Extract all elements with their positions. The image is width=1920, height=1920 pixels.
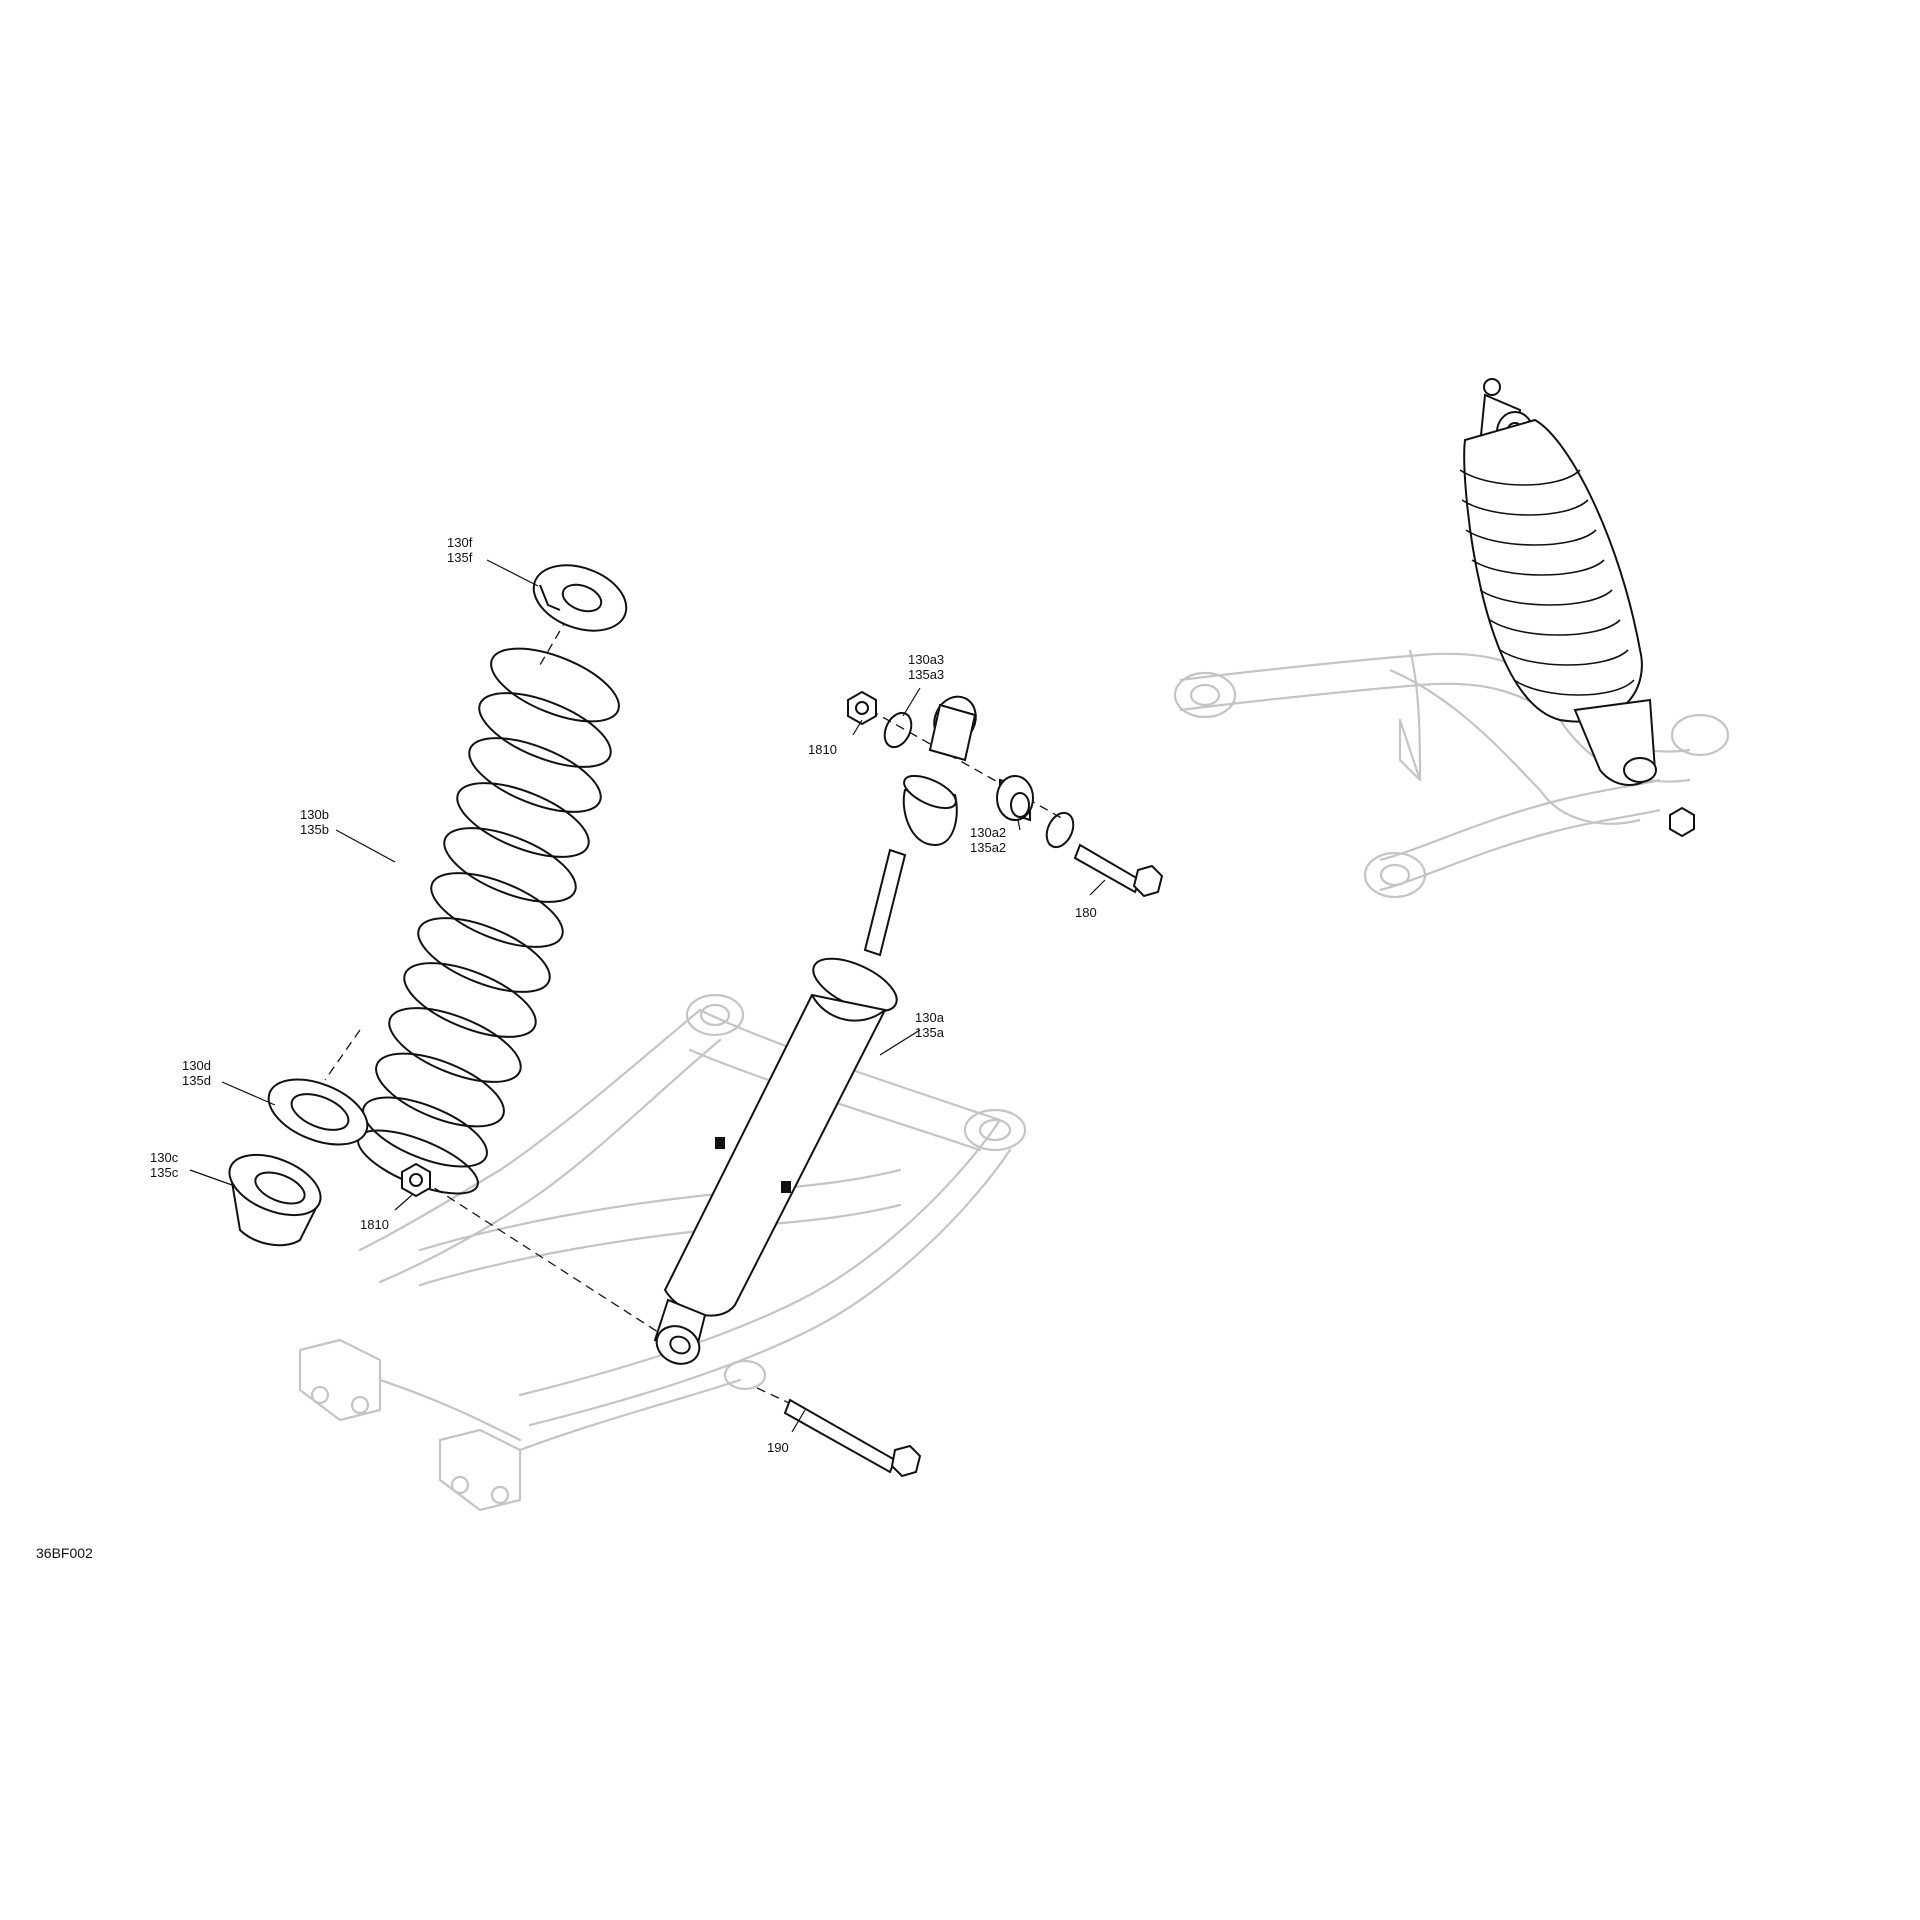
assembled-shock (1459, 378, 1695, 838)
callout-130c: 130c 135c (150, 1150, 178, 1180)
callout-130d-secondary: 135d (182, 1073, 211, 1088)
callout-130a2-secondary: 135a2 (970, 840, 1007, 855)
leader-lines (189, 559, 1106, 1433)
callout-190: 190 (767, 1440, 789, 1455)
callout-130d: 130d 135d (182, 1058, 211, 1088)
callout-130f-secondary: 135f (447, 550, 473, 565)
callout-1810-upper: 1810 (808, 742, 837, 757)
bushing (996, 775, 1034, 822)
callout-130a3-secondary: 135a3 (908, 667, 945, 682)
callout-130a2: 130a2 135a2 (970, 825, 1006, 855)
figure-code: 36BF002 (36, 1545, 93, 1561)
callout-130b: 130b 135b (300, 807, 329, 837)
callout-1810-lower: 1810 (360, 1217, 389, 1232)
spring-retainer-top (532, 564, 628, 632)
callout-180-text: 180 (1075, 905, 1097, 920)
assembly-view (1173, 378, 1730, 899)
callout-130a3: 130a3 135a3 (908, 652, 944, 682)
callout-1810-lower-text: 1810 (360, 1217, 389, 1232)
callout-130b-primary: 130b (300, 807, 329, 822)
screw-lower (783, 1398, 922, 1478)
callout-190-text: 190 (767, 1440, 789, 1455)
callout-130a2-primary: 130a2 (970, 825, 1007, 840)
a-arm-ghost (298, 993, 1027, 1512)
callout-130c-primary: 130c (150, 1150, 179, 1165)
callout-1810-upper-text: 1810 (808, 742, 837, 757)
callout-130b-secondary: 135b (300, 822, 329, 837)
flange-nut-lower (401, 1162, 431, 1198)
spring-seat-lower (267, 1078, 369, 1146)
coil-spring (357, 647, 620, 1195)
screw-upper (1073, 843, 1164, 898)
callout-130a: 130a 135a (915, 1010, 944, 1040)
callout-130c-secondary: 135c (150, 1165, 179, 1180)
flange-nut-upper (847, 690, 877, 726)
callout-180: 180 (1075, 905, 1097, 920)
shock-absorber (653, 695, 977, 1365)
callout-130d-primary: 130d (182, 1058, 211, 1073)
callout-130f: 130f 135f (447, 535, 472, 565)
callout-130a-primary: 130a (915, 1010, 944, 1025)
callout-130a-secondary: 135a (915, 1025, 944, 1040)
snap-ring-right (1045, 811, 1075, 849)
callout-130a3-primary: 130a3 (908, 652, 945, 667)
callout-130f-primary: 130f (447, 535, 473, 550)
adjuster-collar (228, 1153, 322, 1247)
snap-ring-upper (883, 711, 913, 749)
